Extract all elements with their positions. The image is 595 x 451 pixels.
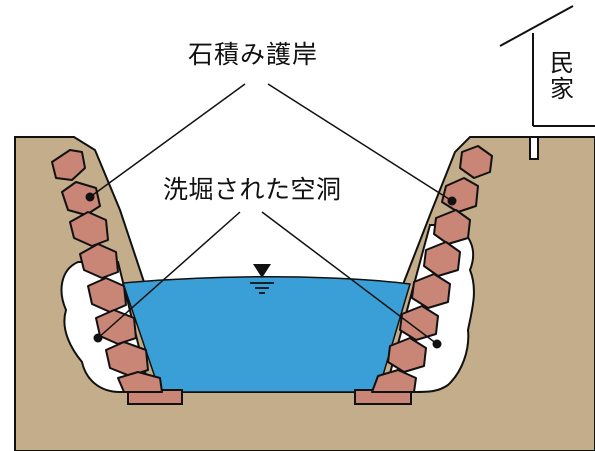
- house: [499, 5, 595, 160]
- stone-wall-revetment-label: 石積み護岸: [188, 40, 319, 69]
- left-stone-wall: [51, 149, 163, 393]
- leader-lines-stone-wall: [89, 83, 453, 202]
- right-stone-wall: [371, 145, 493, 393]
- leader-dot-right-cavity: [432, 339, 442, 349]
- house-label: 民 家: [550, 49, 574, 103]
- leader-dot-right-wall: [447, 196, 457, 206]
- leader-dot-left-wall: [85, 192, 95, 202]
- water-level-icon: [250, 264, 274, 294]
- leader-lines-cavity: [97, 211, 438, 345]
- scoured-cavity-label: 洗堀された空洞: [163, 175, 342, 204]
- leader-dot-left-cavity: [93, 333, 103, 343]
- water-body: [121, 276, 411, 393]
- house-post: [529, 136, 539, 160]
